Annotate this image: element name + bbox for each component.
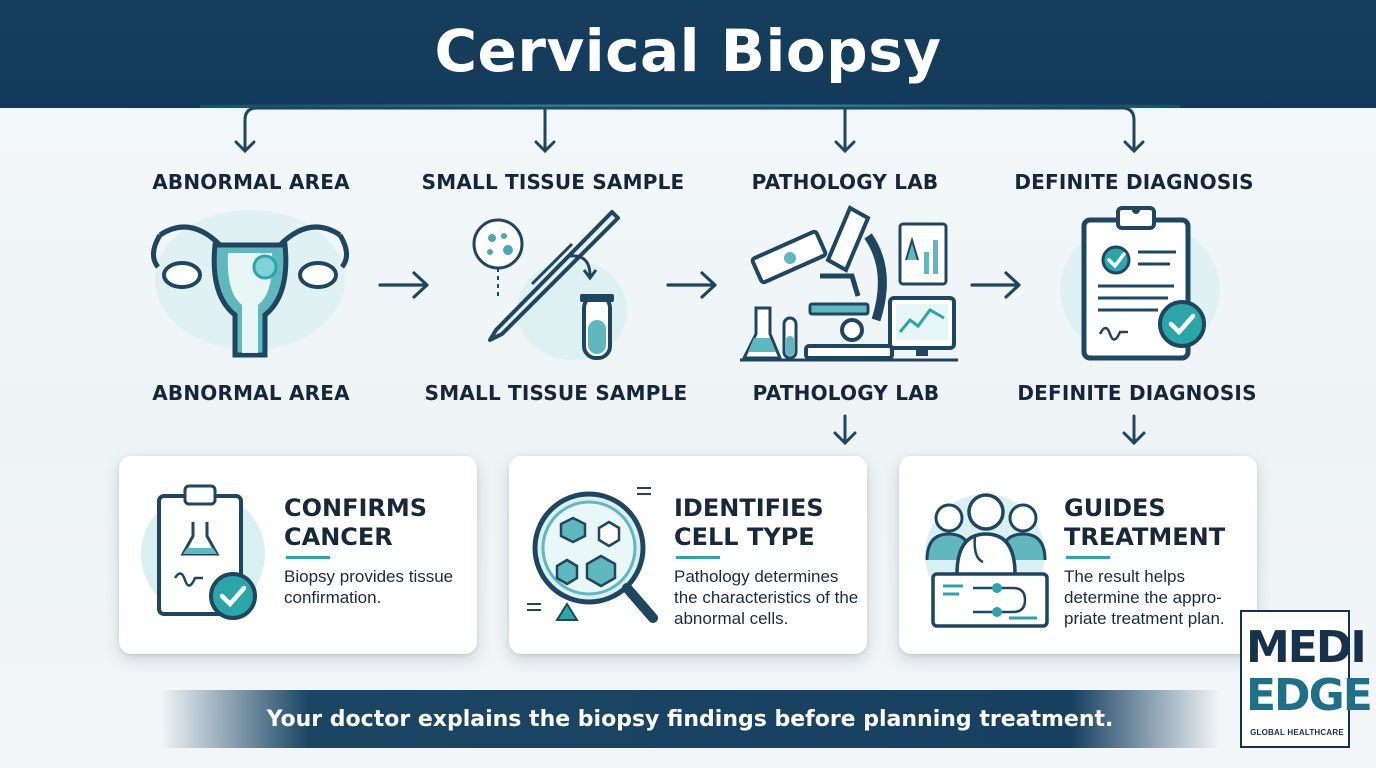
card-divider xyxy=(676,556,720,559)
uterus-icon xyxy=(130,205,370,370)
card-text: Biopsy provides tissue confirmation. xyxy=(284,567,454,607)
medical-team-icon xyxy=(913,478,1063,643)
biopsy-forceps-icon xyxy=(462,200,632,370)
step-label-definite-diagnosis-bottom: DEFINITE DIAGNOSIS xyxy=(1017,381,1257,405)
step-label-small-tissue-sample: SMALL TISSUE SAMPLE xyxy=(421,170,685,194)
card-text: The result helps determine the appro- pr… xyxy=(1064,567,1225,628)
microscope-icon xyxy=(740,200,960,370)
step-label-pathology-lab-bottom: PATHOLOGY LAB xyxy=(752,381,940,405)
card-identifies-cell-type: IDENTIFIES CELL TYPE Pathology determine… xyxy=(509,456,867,654)
card-title: IDENTIFIES CELL TYPE xyxy=(674,494,824,551)
card-divider xyxy=(1066,556,1110,559)
card-confirms-cancer: CONFIRMS CANCER Biopsy provides tissue c… xyxy=(119,456,477,654)
down-arrow-icon xyxy=(234,140,1145,154)
card-guides-treatment: GUIDES TREATMENT The result helps determ… xyxy=(899,456,1257,654)
step-label-abnormal-area-bottom: ABNORMAL AREA xyxy=(152,381,350,405)
clipboard-check-icon xyxy=(1050,200,1225,370)
footer-banner: Your doctor explains the biopsy findings… xyxy=(160,690,1220,748)
step-label-small-tissue-sample-bottom: SMALL TISSUE SAMPLE xyxy=(424,381,688,405)
card-title: GUIDES TREATMENT xyxy=(1064,494,1226,551)
step-label-pathology-lab: PATHOLOGY LAB xyxy=(751,170,939,194)
card-text: Pathology determines the characteristics… xyxy=(674,567,859,628)
logo-tagline: GLOBAL HEALTHCARE xyxy=(1250,728,1344,737)
logo-line-2: EDGE xyxy=(1246,670,1373,721)
logo-line-1: MEDI xyxy=(1246,622,1367,673)
magnifier-cells-icon xyxy=(523,478,673,643)
clipboard-flask-icon xyxy=(133,478,283,643)
card-divider xyxy=(286,556,330,559)
right-arrow-icon xyxy=(378,271,1021,299)
step-label-definite-diagnosis: DEFINITE DIAGNOSIS xyxy=(1014,170,1254,194)
footer-text: Your doctor explains the biopsy findings… xyxy=(266,706,1114,732)
header-bar: Cervical Biopsy xyxy=(0,0,1376,108)
page-title: Cervical Biopsy xyxy=(434,17,942,85)
step-label-abnormal-area: ABNORMAL AREA xyxy=(152,170,350,194)
down-arrow-icon xyxy=(833,414,1146,446)
medi-edge-logo: MEDI EDGE GLOBAL HEALTHCARE xyxy=(1240,610,1373,748)
card-title: CONFIRMS CANCER xyxy=(284,494,428,551)
